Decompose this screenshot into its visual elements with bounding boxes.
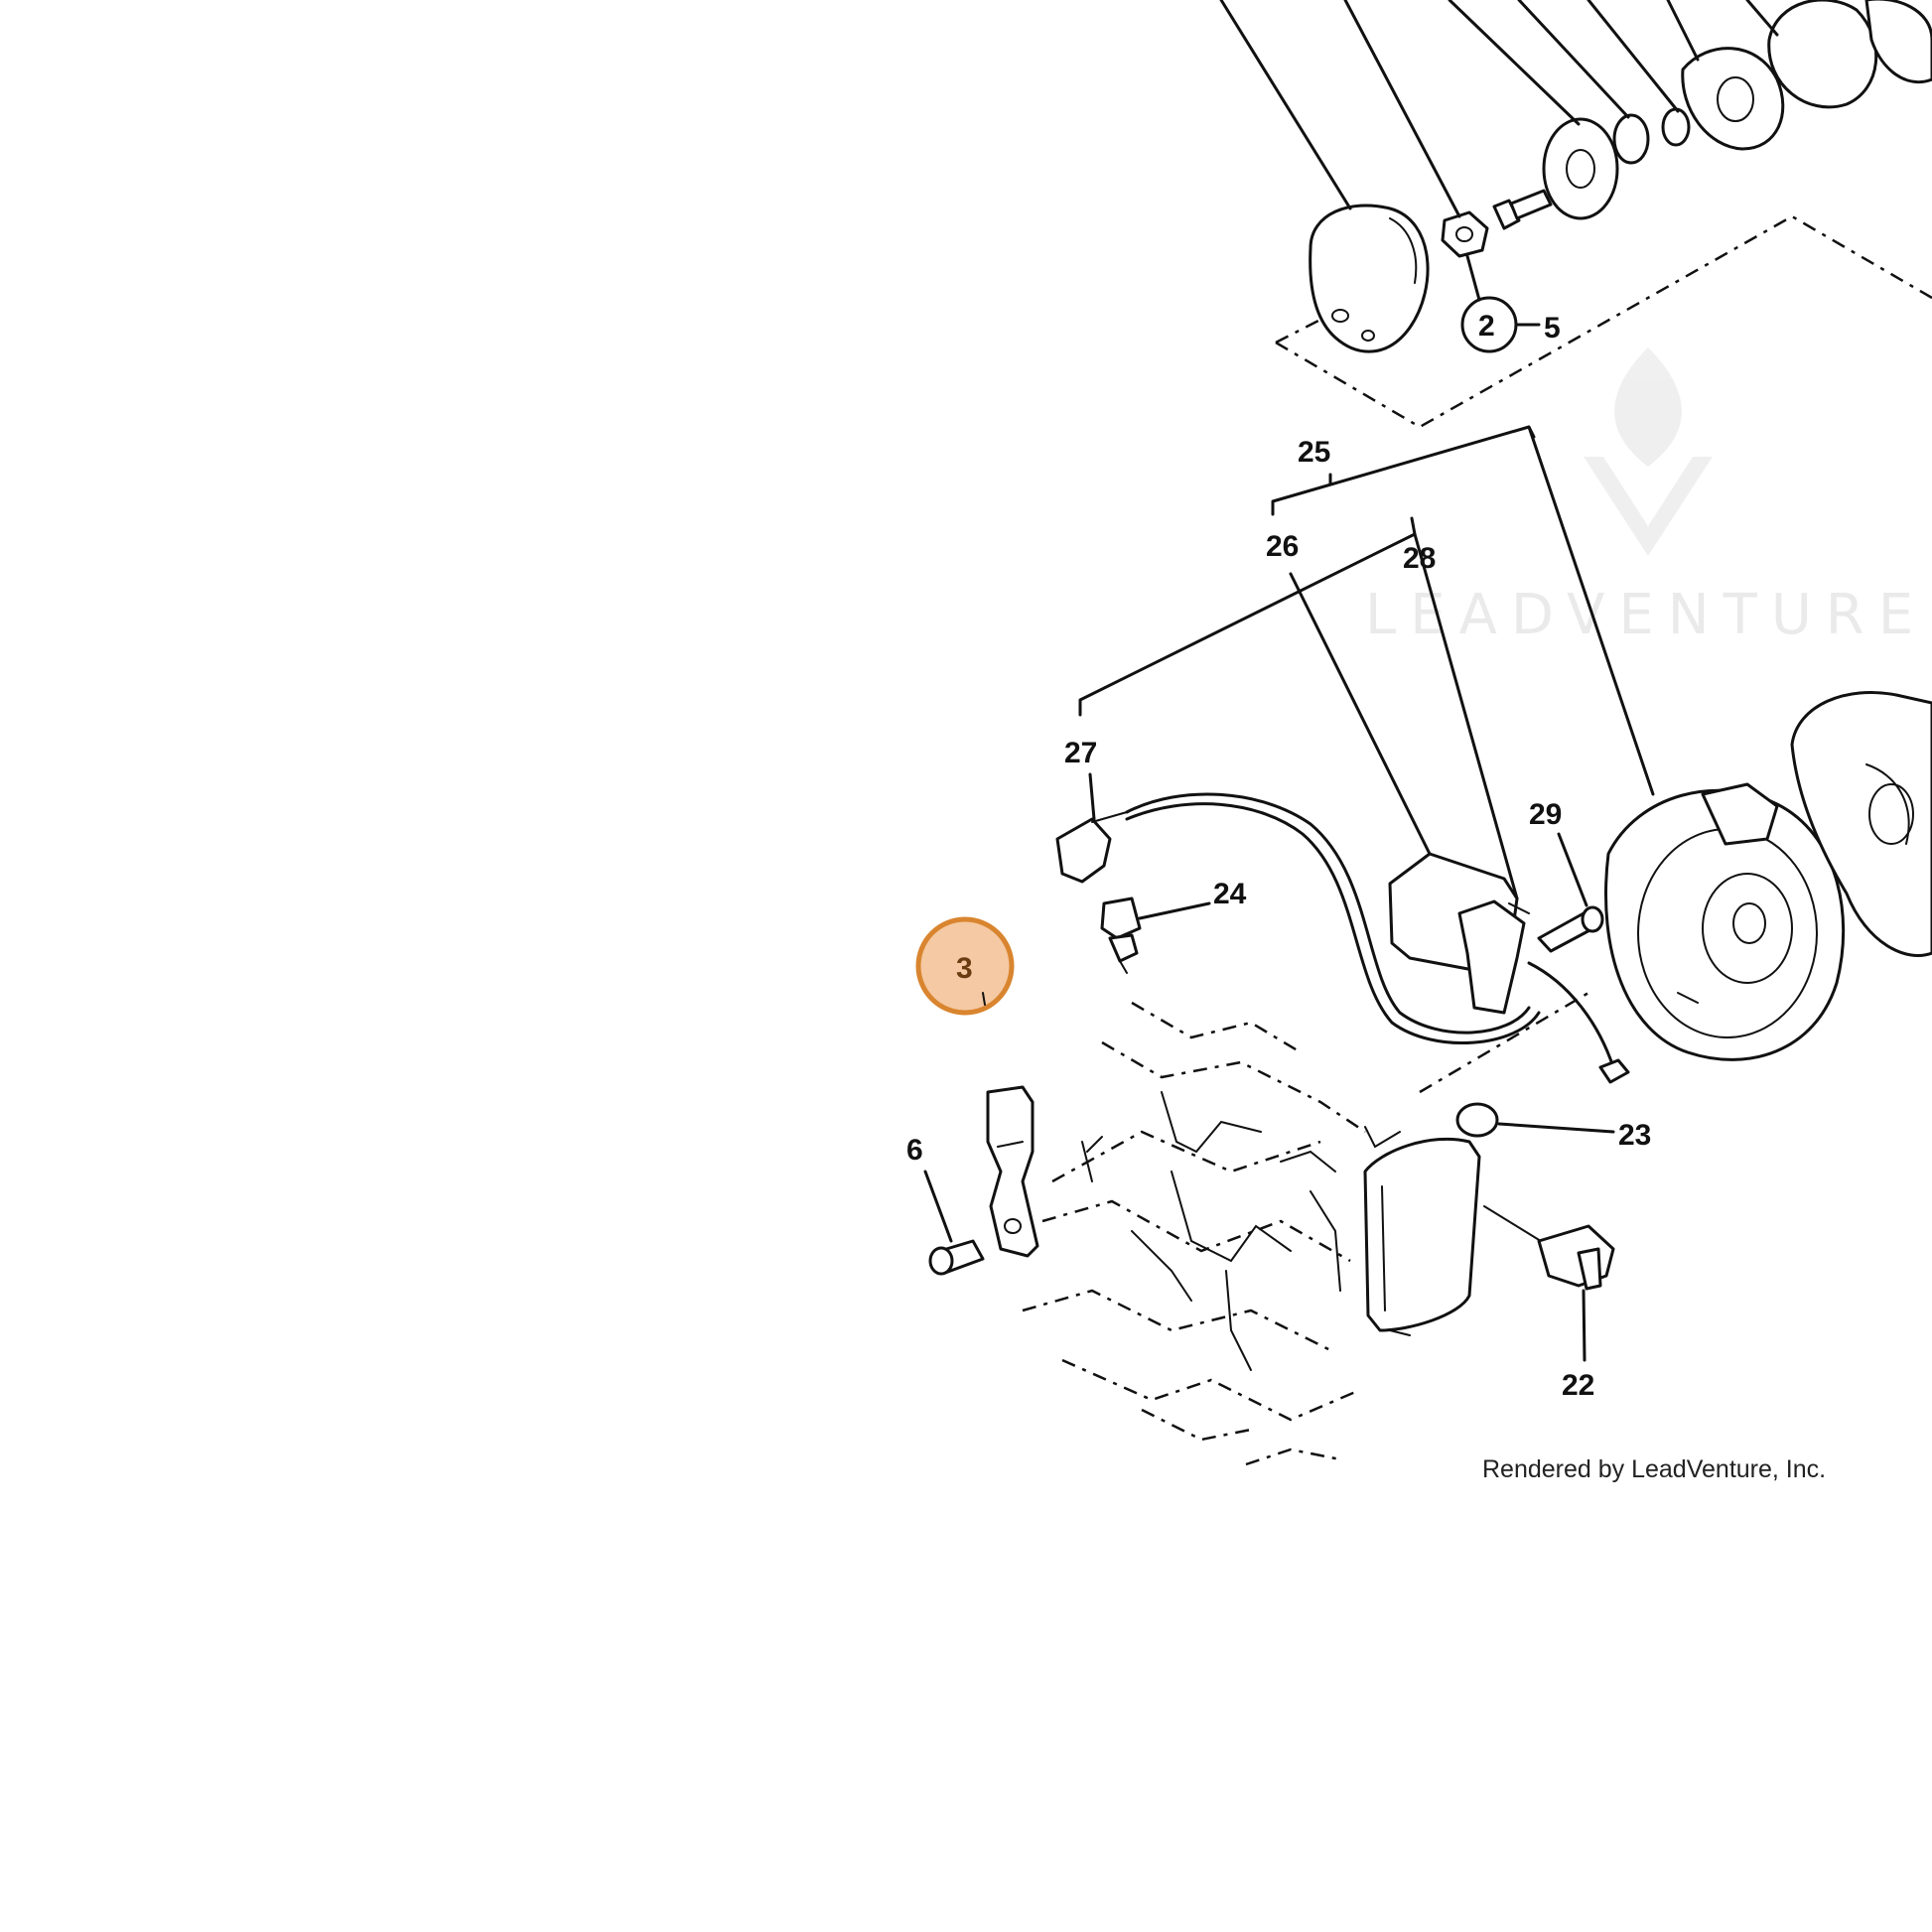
callout-2-label: 2 bbox=[1478, 310, 1495, 343]
bracket-26-27 bbox=[1078, 516, 1417, 717]
leader-28 bbox=[1413, 532, 1519, 900]
group-frame-top bbox=[1275, 214, 1932, 429]
leader-top-1 bbox=[1219, 0, 1352, 210]
coil-lead bbox=[1527, 961, 1615, 1069]
leader-27 bbox=[1088, 772, 1096, 821]
leader-3 bbox=[982, 992, 986, 1006]
leader-2 bbox=[1465, 254, 1481, 302]
watermark-text: LEADVENTURE bbox=[1365, 583, 1927, 647]
washer-ring-part bbox=[1612, 107, 1691, 165]
lead-terminal bbox=[1598, 1058, 1630, 1084]
leader-top-6 bbox=[1666, 0, 1700, 62]
nut-part bbox=[1441, 210, 1489, 258]
watermark-logo: LEADVENTURE bbox=[1365, 347, 1927, 647]
bolt-part bbox=[1492, 189, 1553, 230]
callout-3-highlight[interactable] bbox=[915, 916, 1015, 1016]
callout-22-label: 22 bbox=[1562, 1369, 1594, 1402]
bracket-part bbox=[986, 1085, 1039, 1258]
leader-23 bbox=[1497, 1122, 1615, 1134]
flywheel-part bbox=[1604, 782, 1846, 1061]
clutch-drum-part bbox=[1309, 204, 1430, 353]
leader-24 bbox=[1138, 901, 1211, 920]
leader-top-5 bbox=[1587, 0, 1680, 113]
starter-housing-part bbox=[1790, 690, 1932, 957]
leader-top-2 bbox=[1343, 0, 1461, 218]
clutch-part bbox=[1681, 47, 1785, 151]
spark-plug-part bbox=[1100, 897, 1142, 974]
ignition-coil-part bbox=[1388, 852, 1530, 1015]
callout-24-label: 24 bbox=[1213, 878, 1247, 910]
callout-3-label: 3 bbox=[956, 952, 973, 985]
leader-25-flywheel bbox=[1527, 425, 1655, 796]
stop-switch-part bbox=[1483, 1205, 1615, 1291]
engine-block-sketch bbox=[1022, 1001, 1401, 1466]
callout-25-label: 25 bbox=[1298, 436, 1330, 469]
leader-6 bbox=[923, 1170, 953, 1243]
render-credit: Rendered by LeadVenture, Inc. bbox=[1482, 1455, 1826, 1483]
screw-29-part bbox=[1537, 905, 1604, 953]
callout-27-label: 27 bbox=[1064, 737, 1097, 769]
callout-5-label: 5 bbox=[1544, 312, 1561, 345]
leader-top-3 bbox=[1448, 0, 1581, 126]
callout-23-label: 23 bbox=[1618, 1119, 1651, 1152]
ignition-wire-outer bbox=[1125, 802, 1541, 1045]
ignition-wire bbox=[1125, 792, 1531, 1035]
leader-top-4 bbox=[1517, 0, 1630, 119]
leader-26 bbox=[1289, 572, 1432, 856]
recoil-cover-part bbox=[1363, 1137, 1481, 1336]
leader-29 bbox=[1557, 832, 1588, 907]
group-frame-top-left bbox=[1275, 318, 1321, 345]
callout-6-label: 6 bbox=[906, 1134, 923, 1167]
callout-29-label: 29 bbox=[1529, 798, 1562, 831]
sprocket-part bbox=[1767, 0, 1932, 109]
grommet-part bbox=[1455, 1102, 1499, 1138]
callout-26-label: 26 bbox=[1266, 530, 1299, 563]
leader-22 bbox=[1582, 1289, 1587, 1362]
bolt-6-part bbox=[928, 1239, 985, 1276]
leader-top-7 bbox=[1745, 0, 1779, 37]
flywheel-nut-part bbox=[1542, 117, 1619, 220]
spark-plug-boot-part bbox=[1055, 811, 1128, 884]
